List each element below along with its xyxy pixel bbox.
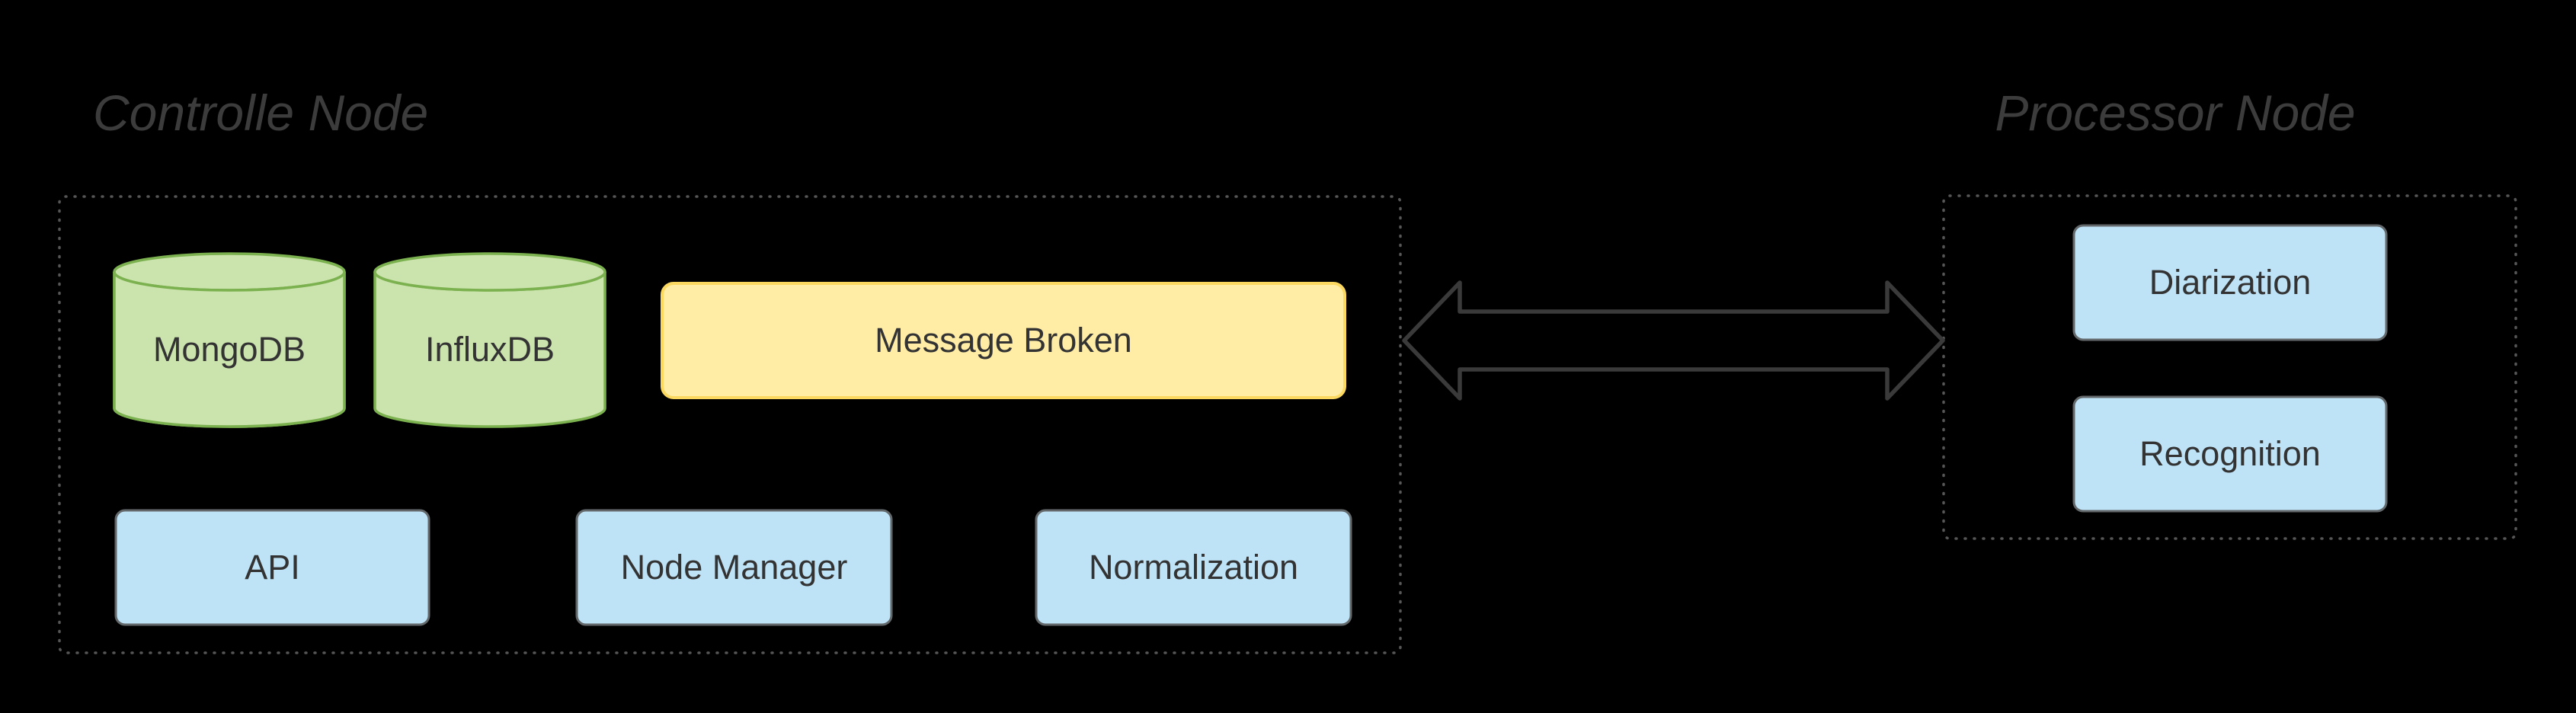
mongodb-database-cylinder [113,252,346,428]
normalization-box [1035,509,1352,626]
bidirectional-arrow [1402,280,1945,401]
influxdb-cylinder-top [373,252,606,292]
influxdb-database-cylinder [373,252,606,428]
controller-node-title: Controlle Node [93,85,429,141]
recognition-box [2072,395,2388,513]
api-box [114,509,430,626]
diarization-box [2072,224,2388,341]
mongodb-cylinder-body-fill [113,271,346,428]
processor-node-container [1942,194,2517,540]
influxdb-cylinder-body [373,271,606,428]
message-broker-box [661,282,1346,399]
processor-node-title: Processor Node [1995,85,2356,141]
node-manager-box [575,509,893,626]
